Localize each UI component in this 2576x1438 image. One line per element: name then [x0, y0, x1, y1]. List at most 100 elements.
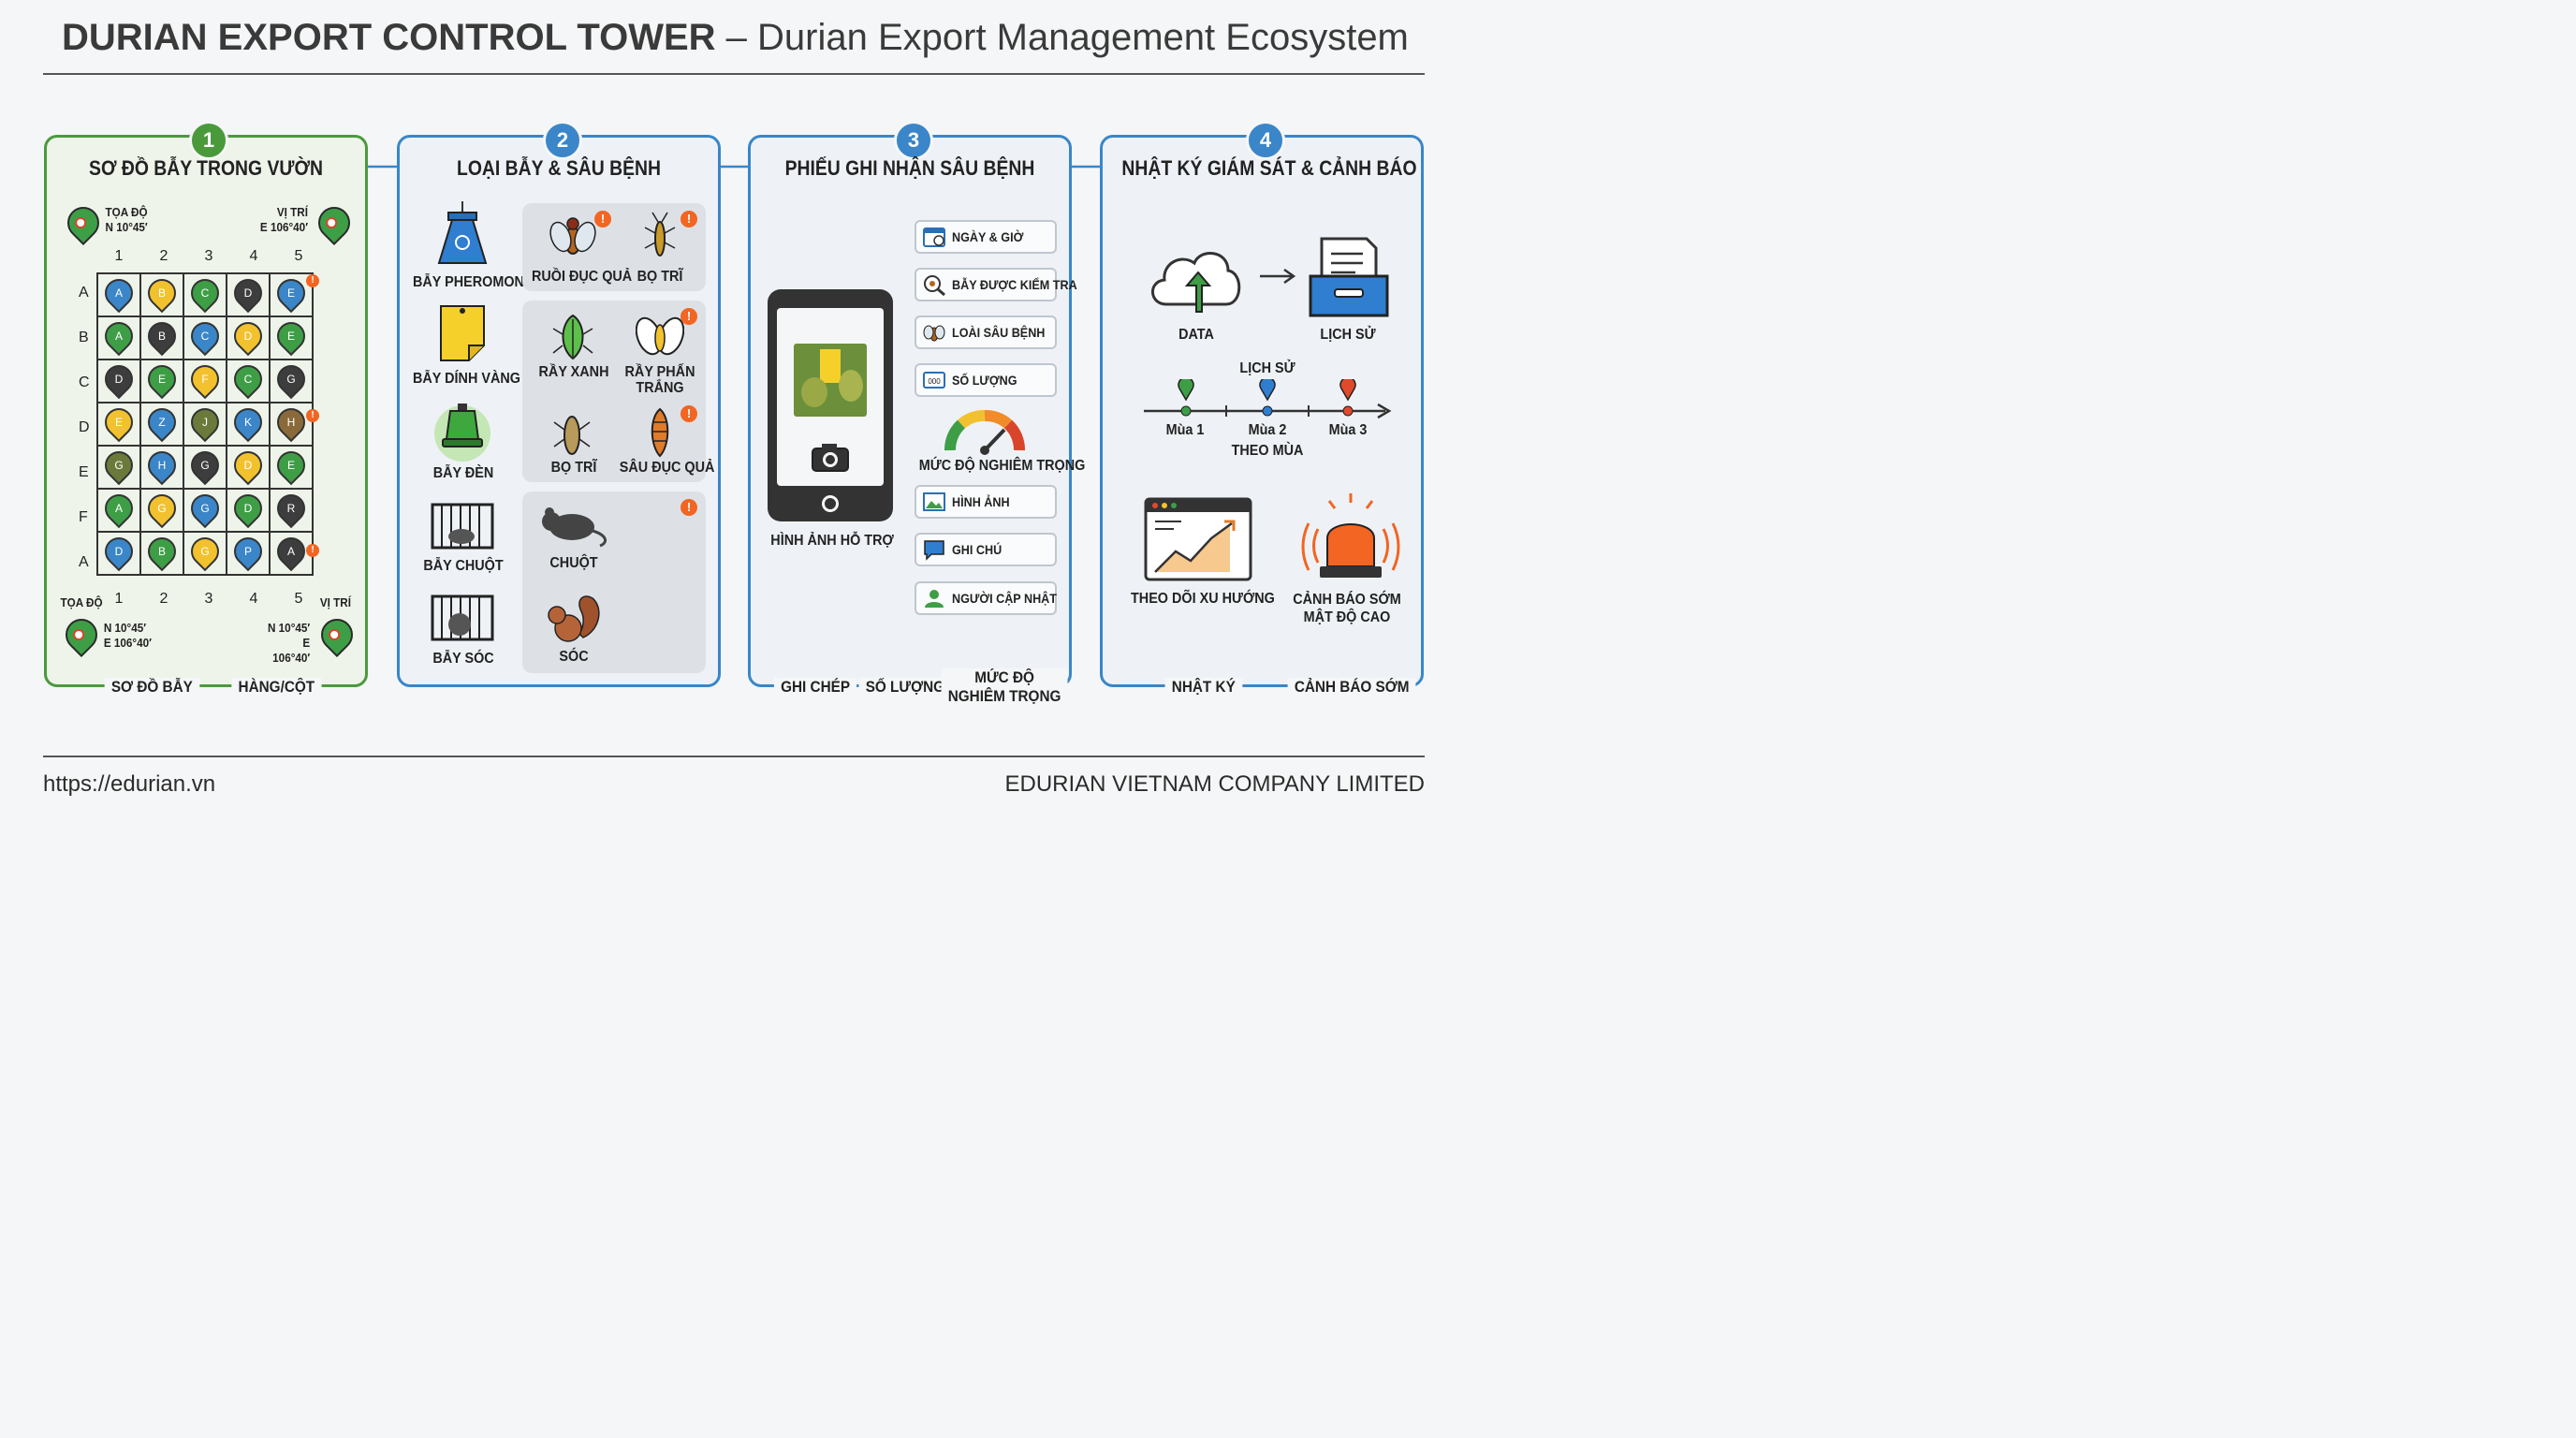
trap-pin-icon[interactable]: C	[184, 315, 226, 357]
grid-cell[interactable]: E	[96, 402, 141, 447]
field-updated-by[interactable]: NGƯỜI CẬP NHẬT	[915, 581, 1057, 615]
trap-pin-icon[interactable]: E	[98, 402, 139, 443]
trap-pin-icon[interactable]: C	[227, 359, 269, 400]
grid-cell[interactable]: D	[96, 531, 141, 576]
grid-cell[interactable]: B	[139, 531, 184, 576]
trap-pin-icon[interactable]: C	[184, 272, 226, 314]
trap-pin-icon[interactable]: E	[271, 445, 312, 486]
history-label: LỊCH SỬ	[1320, 327, 1376, 343]
grid-cell[interactable]: D	[96, 359, 141, 404]
home-button[interactable]	[822, 495, 839, 512]
grid-cell[interactable]: E	[269, 445, 314, 490]
grid-cell[interactable]: P	[226, 531, 271, 576]
field-date-time[interactable]: NGÀY & GIỜ	[915, 220, 1057, 254]
grid-cell[interactable]: D	[226, 315, 271, 360]
trap-pin-icon[interactable]: P	[227, 531, 269, 572]
grid-cell[interactable]: R	[269, 488, 314, 533]
field-pest-species[interactable]: LOÀI SÂU BỆNH	[915, 315, 1057, 349]
grid-cell[interactable]: G	[269, 359, 314, 404]
trap-pin-icon[interactable]: G	[141, 488, 183, 529]
trend-chart-icon[interactable]	[1144, 497, 1252, 581]
grid-cell[interactable]: B	[139, 272, 184, 317]
archive-history-icon[interactable]	[1307, 235, 1391, 319]
grid-cell[interactable]: G	[139, 488, 184, 533]
grid-cell[interactable]: D	[226, 488, 271, 533]
grid-cell[interactable]: C	[183, 315, 227, 360]
trap-pin-icon[interactable]: G	[98, 445, 139, 486]
trap-pin-icon[interactable]: A	[98, 488, 139, 529]
grid-cell[interactable]: D	[226, 272, 271, 317]
trap-pin-icon[interactable]: E	[271, 315, 312, 357]
grid-cell[interactable]: C	[226, 359, 271, 404]
trap-pin-icon[interactable]: A	[271, 531, 312, 572]
trap-pin-icon[interactable]: A	[98, 272, 139, 314]
grid-cell[interactable]: G	[183, 488, 227, 533]
trap-pin-icon[interactable]: D	[98, 359, 139, 400]
grid-cell[interactable]: E	[139, 359, 184, 404]
trap-pin-icon[interactable]: H	[271, 402, 312, 443]
camera-icon[interactable]	[811, 441, 850, 473]
grid-cell[interactable]: G	[183, 445, 227, 490]
trap-pin-icon[interactable]: D	[98, 531, 139, 572]
grid-cell[interactable]: G	[96, 445, 141, 490]
trap-pin-icon[interactable]: F	[184, 359, 226, 400]
grid-cell[interactable]: G	[183, 531, 227, 576]
grid-cell[interactable]: F	[183, 359, 227, 404]
trend-label: THEO DÕI XU HƯỚNG	[1131, 591, 1275, 607]
grid-cell[interactable]: B	[139, 315, 184, 360]
row-letter: C	[79, 374, 90, 390]
trap-pin-label: H	[286, 416, 296, 429]
row-letter: A	[79, 554, 89, 570]
cloud-upload-icon	[1151, 252, 1241, 313]
grid-cell[interactable]: H	[269, 402, 314, 447]
footer-label-trap-map: SƠ ĐỒ BẪY	[104, 678, 200, 697]
field-trap-checked[interactable]: BẪY ĐƯỢC KIỂM TRA	[915, 268, 1077, 301]
trap-pin-label: C	[200, 286, 210, 300]
trap-pin-icon[interactable]: B	[141, 315, 183, 357]
grid-cell[interactable]: A	[96, 272, 141, 317]
trap-pin-icon[interactable]: B	[141, 531, 183, 572]
trap-pin-icon[interactable]: B	[141, 272, 183, 314]
grid-cell[interactable]: J	[183, 402, 227, 447]
trap-pin-icon[interactable]: D	[227, 315, 269, 357]
grid-cell[interactable]: Z	[139, 402, 184, 447]
trap-pin-icon[interactable]: D	[227, 488, 269, 529]
trap-pin-icon[interactable]: G	[184, 445, 226, 486]
field-quantity[interactable]: 000 SỐ LƯỢNG	[915, 363, 1057, 397]
location-pin-icon	[58, 611, 105, 658]
trap-pin-icon[interactable]: J	[184, 402, 226, 443]
grid-cell[interactable]: A	[96, 488, 141, 533]
trap-pin-icon[interactable]: D	[227, 445, 269, 486]
grid-cell[interactable]: E	[269, 315, 314, 360]
warning-icon: !	[306, 274, 319, 287]
grid-cell[interactable]: A	[96, 315, 141, 360]
trap-pin-icon[interactable]: G	[271, 359, 312, 400]
user-icon	[925, 590, 944, 608]
header-divider	[43, 73, 1425, 75]
trap-pin-icon[interactable]: Z	[141, 402, 183, 443]
column-number: 2	[159, 591, 168, 607]
trap-pin-icon[interactable]: K	[227, 402, 269, 443]
trap-pin-icon[interactable]: G	[184, 488, 226, 529]
column-number: 5	[294, 248, 303, 264]
field-notes[interactable]: GHI CHÚ	[915, 533, 1057, 566]
column-number: 4	[249, 248, 258, 264]
trap-pin-icon[interactable]: A	[98, 315, 139, 357]
phone-icon[interactable]	[768, 289, 893, 521]
trap-pin-icon[interactable]: H	[141, 445, 183, 486]
grid-cell[interactable]: D	[226, 445, 271, 490]
row-letter: E	[79, 464, 89, 480]
footer-url[interactable]: https://edurian.vn	[43, 771, 216, 797]
trap-pin-icon[interactable]: D	[227, 272, 269, 314]
grid-cell[interactable]: C	[183, 272, 227, 317]
trap-pin-icon[interactable]: R	[271, 488, 312, 529]
field-image[interactable]: HÌNH ẢNH	[915, 485, 1057, 519]
trap-pin-icon[interactable]: E	[141, 359, 183, 400]
trap-pin-icon[interactable]: E	[271, 272, 312, 314]
grid-cell[interactable]: H	[139, 445, 184, 490]
footer-label-quantity: SỐ LƯỢNG	[858, 678, 952, 697]
grid-cell[interactable]: K	[226, 402, 271, 447]
trap-pin-icon[interactable]: G	[184, 531, 226, 572]
